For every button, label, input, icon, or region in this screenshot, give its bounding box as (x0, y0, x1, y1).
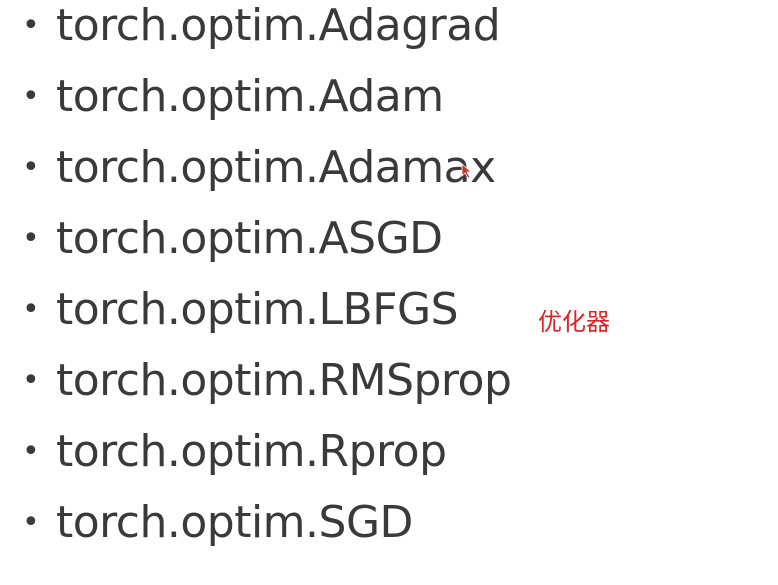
list-item-label: torch.optim.Adam (56, 71, 444, 122)
list-item: • torch.optim.Adam (22, 61, 511, 132)
optimizer-list: • torch.optim.Adagrad • torch.optim.Adam… (22, 0, 512, 558)
list-item: • torch.optim.Adagrad (22, 0, 511, 61)
bullet-icon: • (22, 149, 40, 185)
pointer-cursor-icon (461, 163, 473, 179)
list-item-label: torch.optim.Rprop (56, 426, 447, 477)
list-item: • torch.optim.RMSprop (22, 345, 512, 416)
list-item-label: torch.optim.Adagrad (56, 0, 501, 51)
annotation-text: 优化器 (538, 308, 610, 336)
list-item: • torch.optim.LBFGS (22, 274, 511, 345)
bullet-icon: • (22, 433, 40, 469)
list-item: • torch.optim.Rprop (22, 416, 511, 487)
bullet-icon: • (22, 220, 40, 256)
list-item: • torch.optim.Adamax (22, 132, 511, 203)
list-item-label: torch.optim.RMSprop (56, 355, 512, 406)
list-item: • torch.optim.SGD (22, 487, 511, 558)
bullet-icon: • (22, 362, 40, 398)
list-item-label: torch.optim.SGD (56, 497, 413, 548)
bullet-icon: • (22, 7, 40, 43)
list-item-label: torch.optim.ASGD (56, 213, 443, 264)
list-item-label: torch.optim.LBFGS (56, 284, 459, 335)
list-item-label: torch.optim.Adamax (56, 142, 496, 193)
bullet-icon: • (22, 504, 40, 540)
bullet-icon: • (22, 78, 40, 114)
bullet-icon: • (22, 291, 40, 327)
list-item: • torch.optim.ASGD (22, 203, 511, 274)
